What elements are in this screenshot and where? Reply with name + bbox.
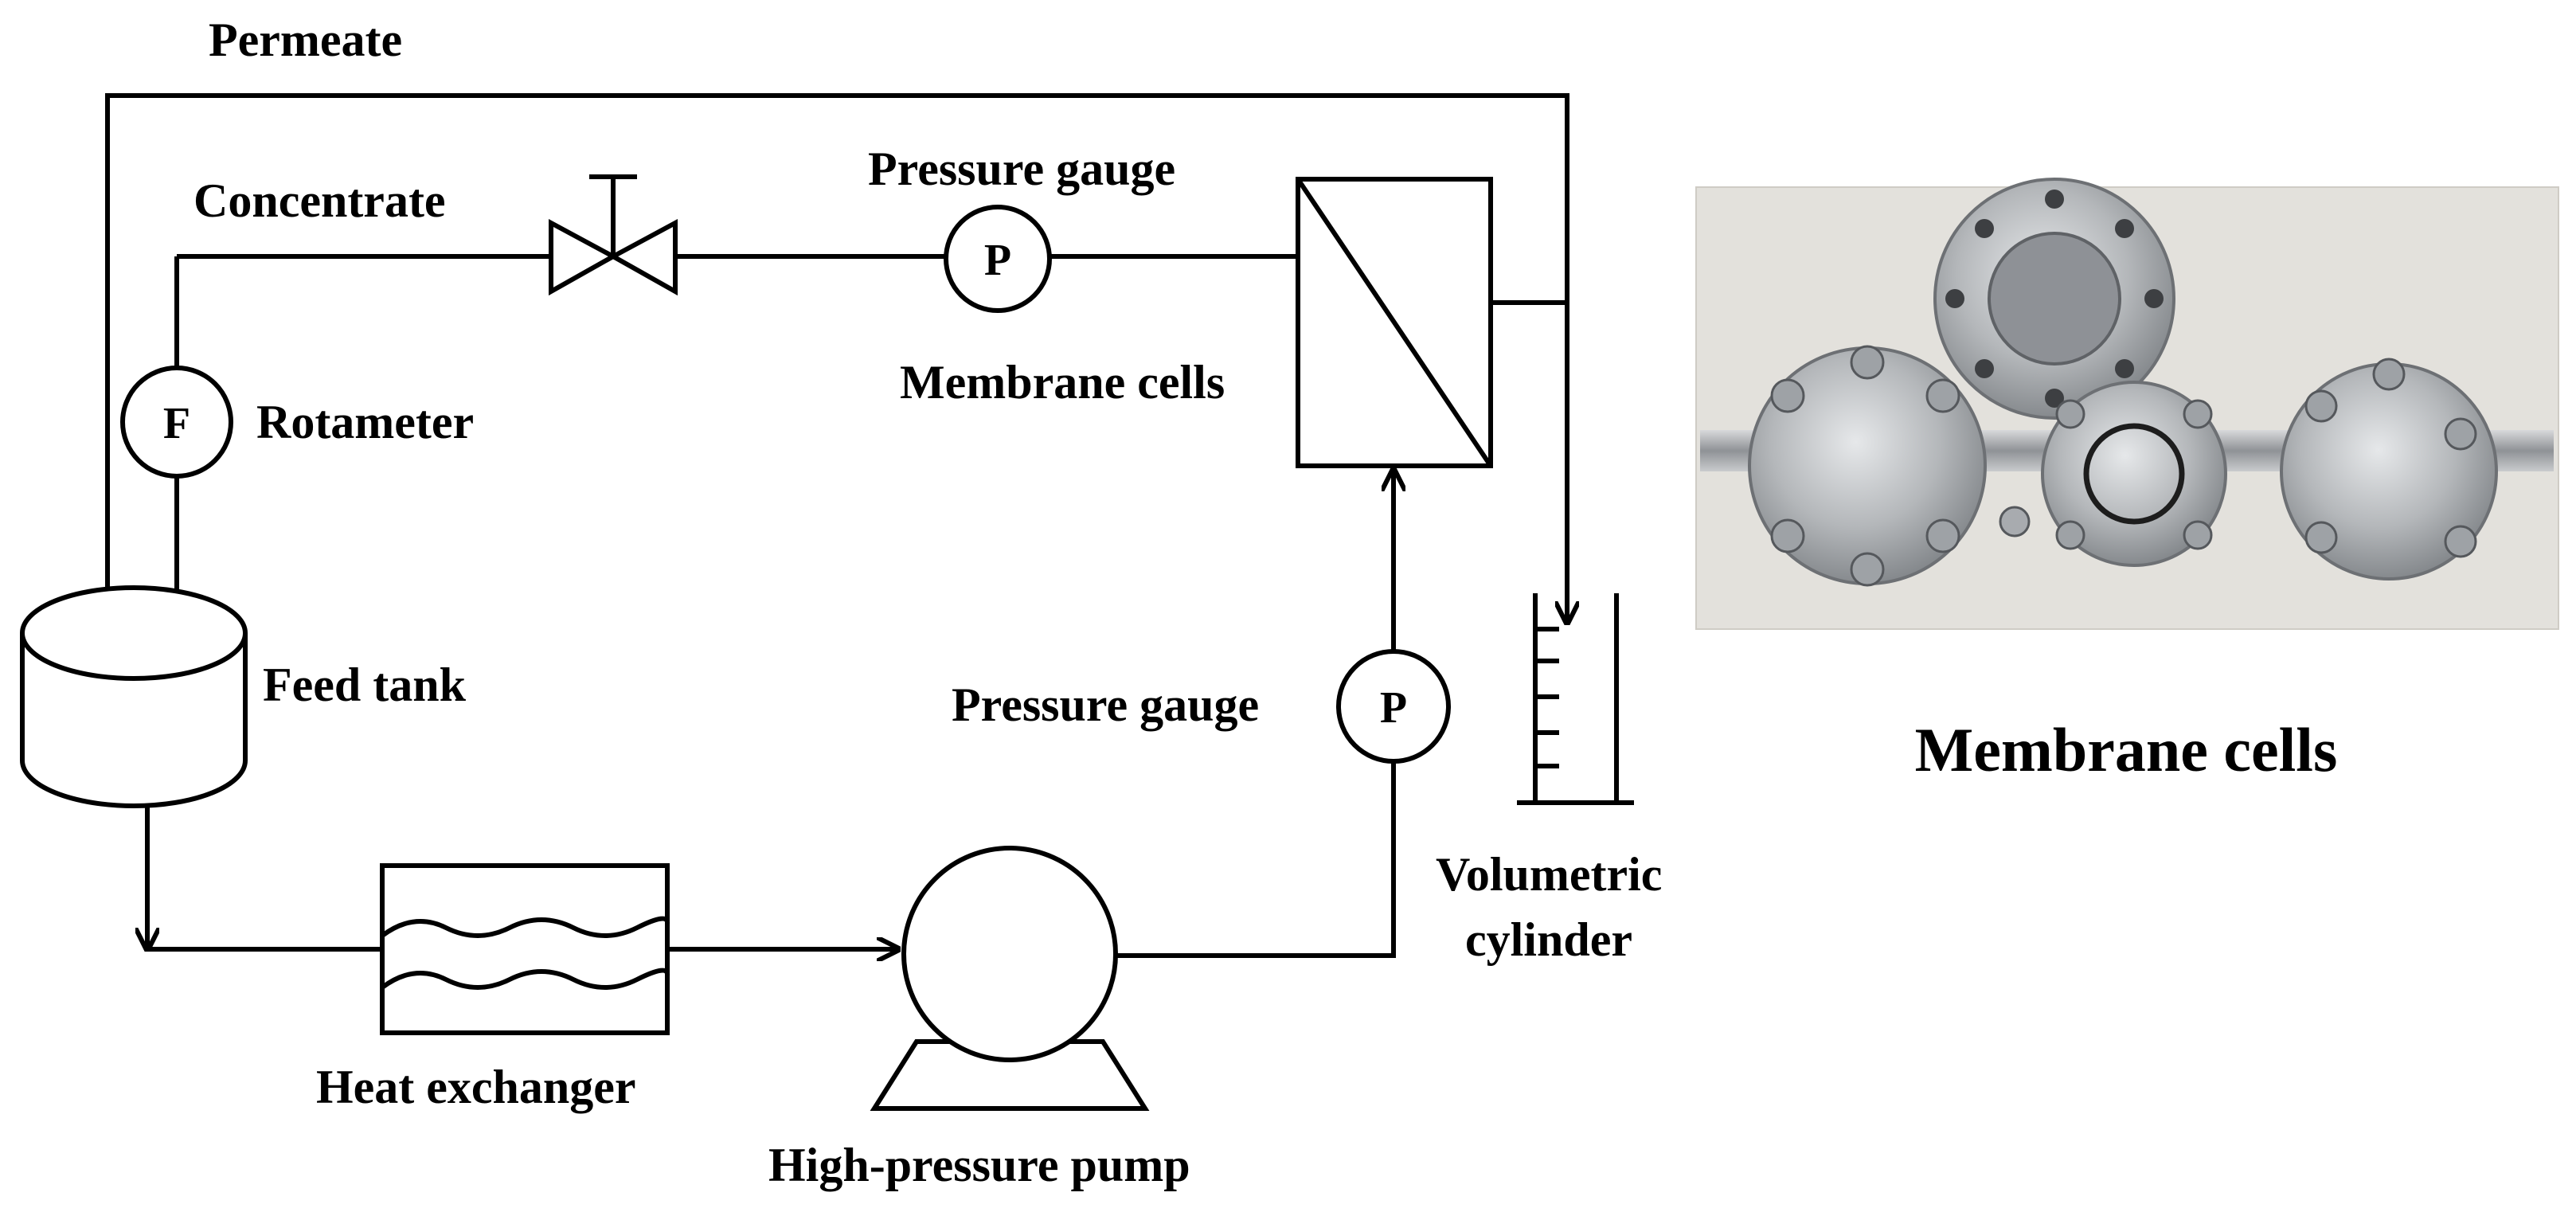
photo-caption: Membrane cells — [1915, 715, 2338, 784]
permeate-label: Permeate — [209, 14, 402, 66]
membrane-cells-label: Membrane cells — [900, 356, 1225, 409]
pressure-gauge-top-symbol: P — [984, 236, 1011, 285]
volumetric-label: Volumetric — [1436, 848, 1662, 901]
high-pressure-pump-label: High-pressure pump — [768, 1139, 1190, 1191]
loose-nut — [1999, 506, 2031, 538]
feed-tank-label: Feed tank — [263, 659, 467, 711]
concentrate-line — [177, 254, 1298, 623]
pressure-gauge-right-symbol: P — [1380, 683, 1407, 733]
rotameter-label: Rotameter — [256, 396, 474, 448]
rotameter: F — [120, 366, 233, 479]
left-membrane-cell — [1748, 345, 1987, 587]
rotameter-symbol: F — [163, 399, 190, 448]
cylinder-label: cylinder — [1465, 913, 1632, 966]
heat-exchanger-label: Heat exchanger — [316, 1061, 636, 1113]
feed-line — [147, 470, 1394, 956]
concentrate-label: Concentrate — [193, 174, 446, 227]
pressure-gauge-top-label: Pressure gauge — [868, 143, 1175, 195]
right-membrane-cell — [2280, 358, 2498, 581]
top-flange-plate — [1933, 178, 2175, 420]
pressure-gauge-right-label: Pressure gauge — [952, 678, 1259, 731]
membrane-cell-box — [1296, 177, 1493, 468]
pressure-gauge-top: P — [944, 205, 1052, 313]
feed-tank — [20, 585, 248, 808]
high-pressure-pump — [870, 846, 1150, 1111]
permeate-line — [107, 93, 1567, 631]
volumetric-cylinder — [1517, 593, 1634, 805]
center-membrane-cell — [2041, 381, 2227, 567]
valve — [549, 174, 678, 296]
pressure-gauge-right: P — [1336, 649, 1451, 764]
heat-exchanger — [380, 863, 670, 1035]
membrane-cells-photo — [1695, 178, 2559, 630]
